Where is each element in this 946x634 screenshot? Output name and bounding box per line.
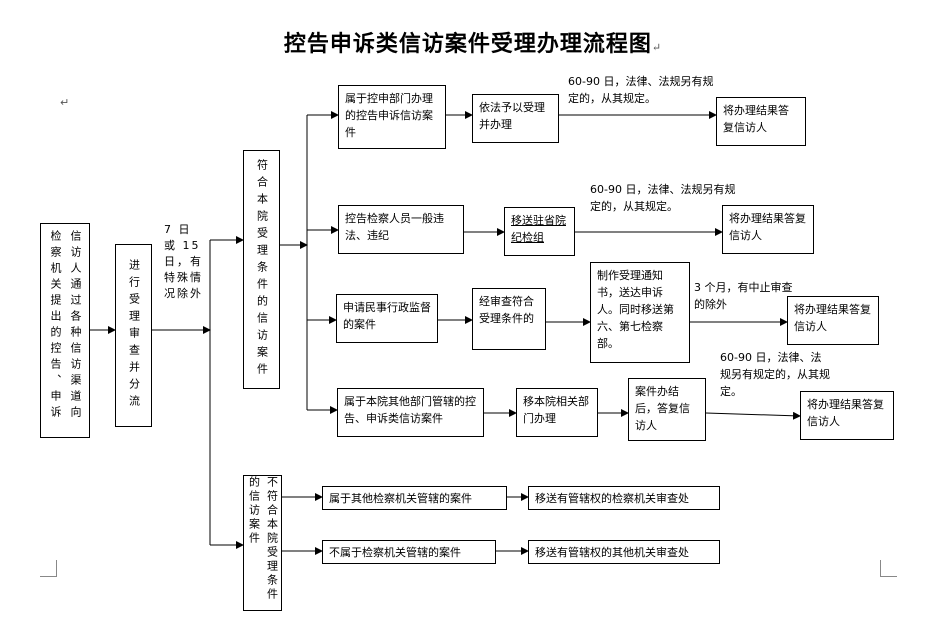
branch-2-case: 控告检察人员一般违法、违纪	[338, 205, 464, 254]
branch-1-note: 60-90 日，法律、法规另有规定的，从其规定。	[568, 75, 714, 105]
branch-3-result: 将办理结果答复信访人	[787, 296, 879, 345]
reject-1-result: 移送有管辖权的检察机关审查处	[528, 486, 720, 510]
branch-3-step2: 制作受理通知书，送达申诉人。同时移送第六、第七检察部。	[590, 262, 690, 363]
branch-4-case: 属于本院其他部门管辖的控告、申诉类信访案件	[337, 388, 484, 437]
branch-1-step: 依法予以受理并办理	[472, 94, 559, 143]
diagram-title: 控告申诉类信访案件受理办理流程图↵	[283, 31, 663, 57]
branch-2-result: 将办理结果答复信访人	[722, 205, 814, 254]
branch-3-note: 3 个月，有中止审查的除外	[694, 281, 793, 311]
accept-box: 符合本院受理条件的信访案件	[243, 150, 280, 389]
branch-1-result: 将办理结果答复信访人	[716, 97, 806, 146]
reject-box: 不符合本院受理条件的信访案件	[243, 475, 282, 611]
branch-2-step: 移送驻省院纪检组	[504, 207, 575, 256]
time-note: 7 日或 15 日，有特殊情况除外	[164, 223, 203, 300]
page-corner-mark-right	[880, 560, 897, 577]
reject-1-case: 属于其他检察机关管辖的案件	[322, 486, 507, 510]
branch-4-step2: 案件办结后，答复信访人	[628, 378, 706, 441]
branch-4-result: 将办理结果答复信访人	[800, 391, 894, 440]
paragraph-mark: ↵	[60, 96, 70, 109]
branch-1-case: 属于控申部门办理的控告申诉信访案件	[338, 85, 446, 149]
branch-3-case: 申请民事行政监督的案件	[336, 294, 438, 343]
source-box: 信访人通过各种信访渠道向检察机关提出的控告、申诉	[40, 223, 90, 438]
reject-2-result: 移送有管辖权的其他机关审查处	[528, 540, 720, 564]
page-corner-mark-left	[40, 560, 57, 577]
reject-2-case: 不属于检察机关管辖的案件	[322, 540, 496, 564]
branch-2-note: 60-90 日，法律、法规另有规定的，从其规定。	[590, 183, 736, 213]
branch-3-step: 经审查符合受理条件的	[472, 288, 546, 350]
review-box: 进行受理审查并分流	[115, 244, 152, 427]
branch-4-step: 移本院相关部门办理	[516, 388, 598, 437]
branch-4-note: 60-90 日，法律、法规另有规定的，从其规定。	[720, 351, 830, 398]
